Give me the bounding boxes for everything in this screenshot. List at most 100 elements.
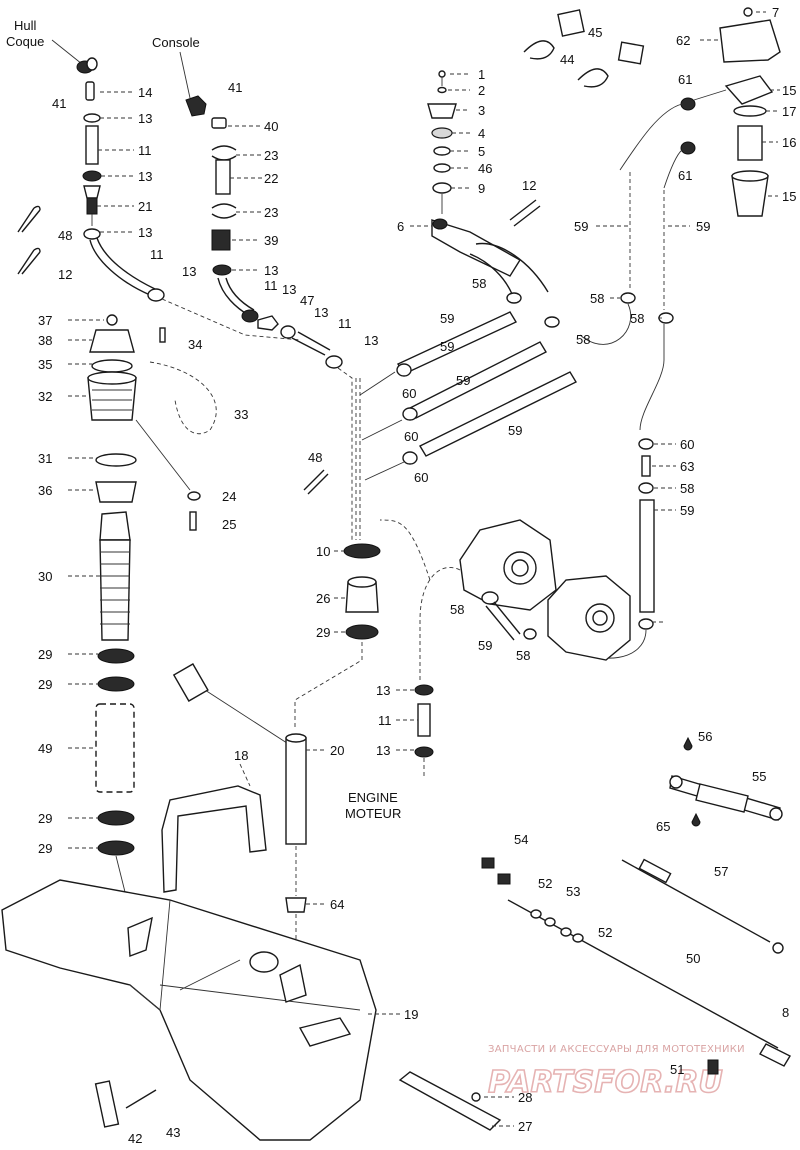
part-39-valve bbox=[211, 229, 231, 251]
callout: 59 bbox=[440, 339, 454, 354]
callout: 13 bbox=[138, 169, 152, 184]
part-58-clamp bbox=[638, 618, 654, 630]
part-56-drop-icon bbox=[683, 736, 693, 751]
part-11-hose bbox=[85, 125, 99, 165]
callout: 58 bbox=[590, 291, 604, 306]
callout: 58 bbox=[576, 332, 590, 347]
engine-vent-line bbox=[414, 684, 434, 776]
part-29-clamp bbox=[97, 676, 135, 692]
carb-inlet-hoses bbox=[359, 172, 674, 659]
callout: 23 bbox=[264, 148, 278, 163]
part-14-connector bbox=[85, 81, 95, 101]
callout: 20 bbox=[330, 743, 344, 758]
part-5-oring bbox=[433, 146, 451, 156]
callout: 48 bbox=[308, 450, 322, 465]
callout: 2 bbox=[478, 83, 485, 98]
callout: 11 bbox=[378, 713, 392, 728]
callout: 18 bbox=[234, 748, 248, 763]
callout: 38 bbox=[38, 333, 52, 348]
callout: 59 bbox=[680, 503, 694, 518]
callout: 39 bbox=[264, 233, 278, 248]
part-52-washer bbox=[530, 909, 542, 919]
watermark-brand: PARTSFOR.RU bbox=[488, 1065, 723, 1100]
part-58-clamp bbox=[638, 482, 654, 494]
callout: 52 bbox=[598, 925, 612, 940]
callout: 48 bbox=[58, 228, 72, 243]
callout: 64 bbox=[330, 897, 344, 912]
part-30-bellow-top bbox=[99, 511, 131, 541]
callout: 24 bbox=[222, 489, 236, 504]
part-60-clamp bbox=[402, 407, 418, 421]
part-30-hose bbox=[99, 539, 131, 641]
watermark: ЗАПЧАСТИ И АКСЕССУАРЫ ДЛЯ МОТОТЕХНИКИ PA… bbox=[487, 1044, 745, 1101]
part-54-nut bbox=[481, 857, 511, 885]
part-33-chain bbox=[149, 361, 217, 435]
part-53-nut bbox=[560, 927, 572, 937]
callout: 21 bbox=[138, 199, 152, 214]
part-18-strap bbox=[161, 785, 267, 893]
part-3-cap bbox=[427, 103, 457, 119]
center-vent-parts bbox=[294, 469, 381, 730]
part-58-clamp bbox=[523, 628, 537, 640]
part-29-clamp bbox=[97, 810, 135, 826]
callout: 26 bbox=[316, 591, 330, 606]
watermark-tagline: ЗАПЧАСТИ И АКСЕССУАРЫ ДЛЯ МОТОТЕХНИКИ bbox=[488, 1044, 745, 1055]
callout: 25 bbox=[222, 517, 236, 532]
callout: 29 bbox=[38, 677, 52, 692]
callout: 10 bbox=[316, 544, 330, 559]
part-34-pin bbox=[159, 327, 166, 343]
part-38-cap bbox=[89, 329, 135, 353]
tank-filler-inlet bbox=[127, 916, 153, 957]
part-40-fitting bbox=[211, 117, 227, 129]
callout: 13 bbox=[264, 263, 278, 278]
part-19-fuel-tank bbox=[1, 879, 377, 1141]
callout: 6 bbox=[397, 219, 404, 234]
callout: 51 bbox=[670, 1062, 684, 1077]
part-23-clamp bbox=[211, 203, 237, 219]
callout: 31 bbox=[38, 451, 52, 466]
part-45-pad bbox=[617, 41, 645, 65]
part-1-screw bbox=[438, 70, 446, 78]
filler-neck-assembly bbox=[87, 314, 217, 921]
callout: 63 bbox=[680, 459, 694, 474]
part-28-screw bbox=[471, 1092, 481, 1102]
callout: 59 bbox=[456, 373, 470, 388]
callout: 29 bbox=[316, 625, 330, 640]
part-41-console-check bbox=[185, 95, 207, 117]
part-42-plate bbox=[94, 1080, 120, 1128]
part-59-hose bbox=[485, 601, 521, 641]
part-15-bowl bbox=[731, 175, 769, 217]
part-13-clamp bbox=[414, 746, 434, 758]
callout: 14 bbox=[138, 85, 152, 100]
part-13-clamp bbox=[83, 113, 101, 123]
part-43-rivet bbox=[125, 1089, 157, 1109]
part-29-clamp bbox=[97, 840, 135, 856]
callout: 16 bbox=[782, 135, 796, 150]
lower-hardware bbox=[94, 1071, 502, 1131]
callout: 13 bbox=[182, 264, 196, 279]
callout: 29 bbox=[38, 811, 52, 826]
part-60-clamp bbox=[638, 438, 654, 450]
part-10-clamp bbox=[343, 543, 381, 559]
part-4-seal bbox=[431, 127, 453, 139]
part-63-fitting bbox=[641, 455, 651, 477]
caption-coque: Coque bbox=[6, 34, 44, 49]
part-49-hose bbox=[95, 703, 135, 793]
callout: 22 bbox=[264, 171, 278, 186]
callout: 8 bbox=[782, 1005, 789, 1020]
callout: 62 bbox=[676, 33, 690, 48]
part-60-clamp bbox=[396, 363, 412, 377]
callout: 30 bbox=[38, 569, 52, 584]
choke-throttle-cables bbox=[481, 857, 791, 1075]
hull-vent-line bbox=[17, 39, 301, 341]
part-65-drop-icon bbox=[691, 812, 701, 827]
callout: 65 bbox=[656, 819, 670, 834]
part-15-head bbox=[724, 75, 774, 105]
part-13-clamp bbox=[414, 684, 434, 696]
part-37-tether bbox=[106, 314, 118, 326]
callout: 58 bbox=[630, 311, 644, 326]
part-44-strap bbox=[523, 40, 609, 88]
part-21-valve bbox=[83, 185, 101, 199]
callout: 42 bbox=[128, 1131, 142, 1146]
part-27-support bbox=[398, 1071, 502, 1131]
